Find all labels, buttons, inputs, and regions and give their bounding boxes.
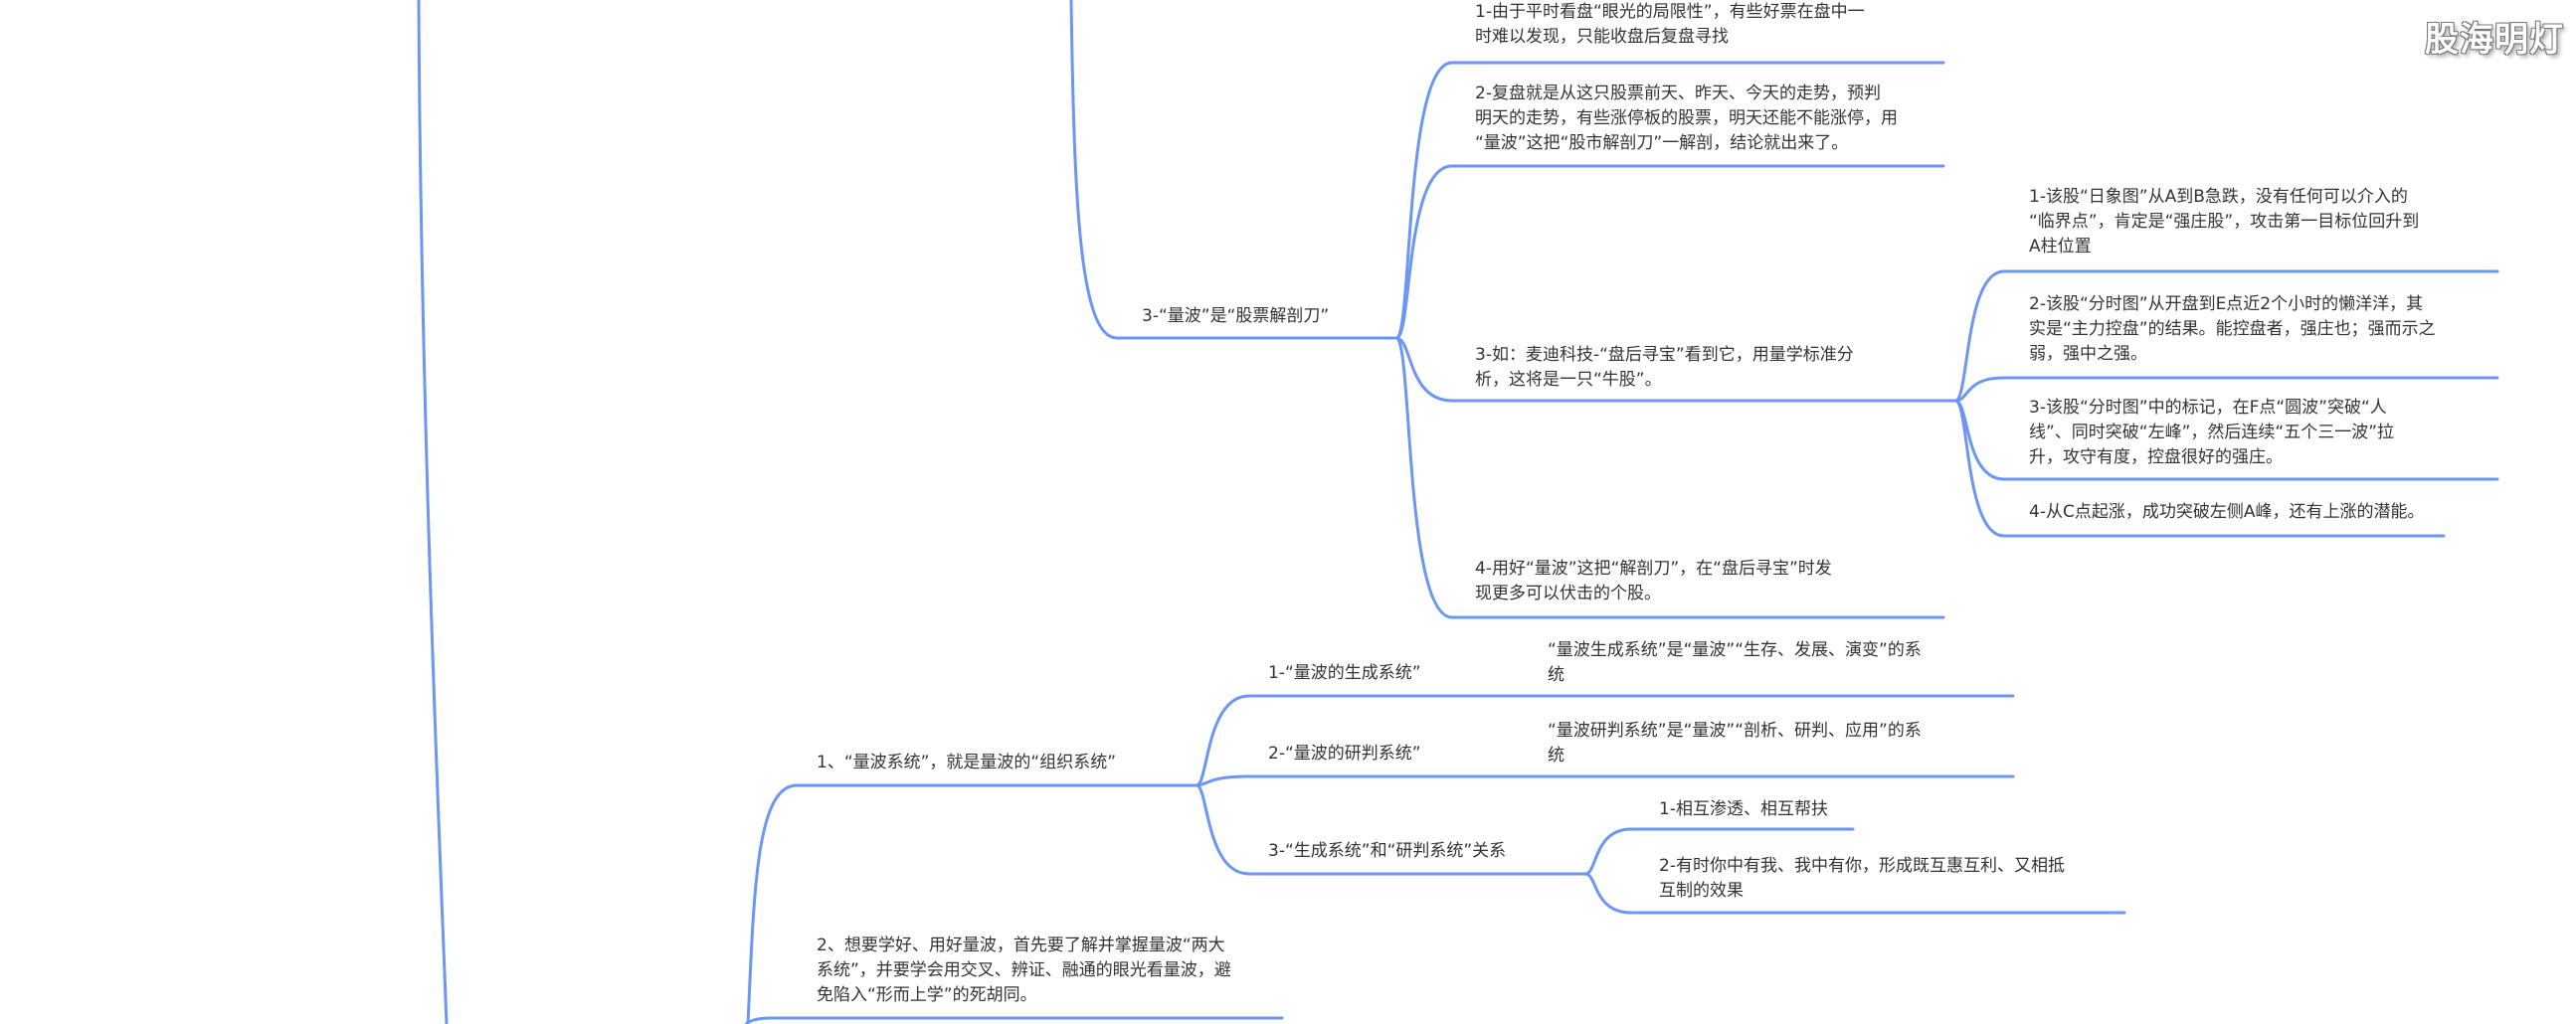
system-branch-node[interactable]: 1、“量波系统”，就是量波的“组织系统” xyxy=(817,751,1116,775)
system-branch-line xyxy=(746,783,1198,1024)
example-item-1-line xyxy=(1953,269,2499,403)
anatomy-item-1[interactable]: 1-由于平时看盘“眼光的局限性”，有些好票在盘中一 时难以发现，只能收盘后复盘寻… xyxy=(1475,0,1865,50)
node-text-line: 实是“主力控盘”的结果。能控盘者，强庄也；强而示之 xyxy=(2029,319,2436,339)
relation-item-1[interactable]: 1-相互渗透、相互帮扶 xyxy=(1659,797,1828,822)
node-text-line: 1-由于平时看盘“眼光的局限性”，有些好票在盘中一 xyxy=(1475,2,1865,22)
example-item-4-line xyxy=(1953,399,2446,538)
node-text-line: 4-用好“量波”这把“解剖刀”，在“盘后寻宝”时发 xyxy=(1475,559,1832,579)
node-text-line: 升，攻守有度，控盘很好的强庄。 xyxy=(2029,447,2283,467)
node-label: 2-“量波的研判系统” xyxy=(1268,744,1421,764)
system-item-2-detail[interactable]: “量波研判系统”是“量波”“剖析、研判、应用”的系 统 xyxy=(1548,719,1922,768)
example-item-1[interactable]: 1-该股“日象图”从A到B急跌，没有任何可以介入的 “临界点”，肯定是“强庄股”… xyxy=(2029,185,2419,259)
node-label: 3-“量波”是“股票解剖刀” xyxy=(1142,306,1330,326)
system-item-1-detail[interactable]: “量波生成系统”是“量波”“生存、发展、演变”的系 统 xyxy=(1548,638,1922,688)
system-item-1-line xyxy=(1195,694,2015,787)
main-trunk-line xyxy=(417,0,449,1024)
node-text-line: 弱，强中之强。 xyxy=(2029,344,2147,364)
node-text-line: 1-相互渗透、相互帮扶 xyxy=(1659,799,1828,819)
relation-item-2[interactable]: 2-有时你中有我、我中有你，形成既互惠互利、又相抵 互制的效果 xyxy=(1659,854,2065,904)
anatomy-item-4-line xyxy=(1394,336,1945,619)
relation-item-2-line xyxy=(1583,872,2126,915)
node-text-line: 系统”，并要学会用交叉、辨证、融通的眼光看量波，避 xyxy=(817,960,1231,980)
anatomy-item-2[interactable]: 2-复盘就是从这只股票前天、昨天、今天的走势，预判 明天的走势，有些涨停板的股票… xyxy=(1475,82,1898,156)
node-text-line: 析，这将是一只“牛股”。 xyxy=(1475,370,1662,390)
system-item-1[interactable]: 1-“量波的生成系统” xyxy=(1268,661,1421,686)
example-item-4[interactable]: 4-从C点起涨，成功突破左侧A峰，还有上涨的潜能。 xyxy=(2029,500,2424,525)
node-text-line: 线”、同时突破“左峰”，然后连续“五个三一波”拉 xyxy=(2029,423,2395,442)
node-text-line: 明天的走势，有些涨停板的股票，明天还能不能涨停，用 xyxy=(1475,108,1898,128)
node-label: 1、“量波系统”，就是量波的“组织系统” xyxy=(817,753,1117,772)
anatomy-item-2-line xyxy=(1394,164,1945,340)
node-text-line: “量波”这把“股市解剖刀”一解剖，结论就出来了。 xyxy=(1475,133,1849,153)
example-item-3[interactable]: 3-该股“分时图”中的标记，在F点“圆波”突破“人 线”、同时突破“左峰”，然后… xyxy=(2029,396,2394,470)
node-text-line: 4-从C点起涨，成功突破左侧A峰，还有上涨的潜能。 xyxy=(2029,502,2425,522)
node-text-line: 3-该股“分时图”中的标记，在F点“圆波”突破“人 xyxy=(2029,398,2387,418)
learn-branch-node[interactable]: 2、想要学好、用好量波，首先要了解并掌握量波“两大 系统”，并要学会用交叉、辨证… xyxy=(817,934,1231,1008)
watermark-logo: 股海明灯 xyxy=(2425,20,2564,60)
anatomy-item-3[interactable]: 3-如：麦迪科技-“盘后寻宝”看到它，用量学标准分 析，这将是一只“牛股”。 xyxy=(1475,343,1854,393)
node-text-line: 2-有时你中有我、我中有你，形成既互惠互利、又相抵 xyxy=(1659,856,2065,876)
system-item-3-line xyxy=(1195,783,1587,876)
anatomy-item-4[interactable]: 4-用好“量波”这把“解剖刀”，在“盘后寻宝”时发 现更多可以伏击的个股。 xyxy=(1475,557,1832,606)
node-text-line: 统 xyxy=(1548,665,1564,685)
anatomy-branch-node[interactable]: 3-“量波”是“股票解剖刀” xyxy=(1142,304,1329,329)
node-text-line: 2-复盘就是从这只股票前天、昨天、今天的走势，预判 xyxy=(1475,84,1881,103)
anatomy-branch-line xyxy=(1069,0,1398,340)
learn-branch-line xyxy=(744,1016,1284,1024)
anatomy-item-3-line xyxy=(1394,336,1957,403)
example-item-2-line xyxy=(1953,376,2499,403)
node-text-line: 1-该股“日象图”从A到B急跌，没有任何可以介入的 xyxy=(2029,187,2408,207)
node-text-line: 3-如：麦迪科技-“盘后寻宝”看到它，用量学标准分 xyxy=(1475,345,1854,365)
node-text-line: 统 xyxy=(1548,746,1564,766)
node-text-line: “临界点”，肯定是“强庄股”，攻击第一目标位回升到 xyxy=(2029,212,2420,232)
node-text-line: A柱位置 xyxy=(2029,237,2092,256)
example-item-2[interactable]: 2-该股“分时图”从开盘到E点近2个小时的懒洋洋，其 实是“主力控盘”的结果。能… xyxy=(2029,292,2436,367)
node-text-line: 2-该股“分时图”从开盘到E点近2个小时的懒洋洋，其 xyxy=(2029,294,2424,314)
relation-item-1-line xyxy=(1583,827,1855,876)
system-item-2[interactable]: 2-“量波的研判系统” xyxy=(1268,742,1421,767)
node-text-line: 互制的效果 xyxy=(1659,881,1744,901)
node-text-line: 现更多可以伏击的个股。 xyxy=(1475,584,1661,603)
node-label: 3-“生成系统”和“研判系统”关系 xyxy=(1268,841,1507,861)
system-item-3[interactable]: 3-“生成系统”和“研判系统”关系 xyxy=(1268,839,1506,864)
node-label: 1-“量波的生成系统” xyxy=(1268,663,1421,683)
node-text-line: 2、想要学好、用好量波，首先要了解并掌握量波“两大 xyxy=(817,936,1225,955)
system-item-2-line xyxy=(1195,774,2015,787)
node-text-line: “量波研判系统”是“量波”“剖析、研判、应用”的系 xyxy=(1548,721,1922,741)
node-text-line: 时难以发现，只能收盘后复盘寻找 xyxy=(1475,27,1729,47)
node-text-line: “量波生成系统”是“量波”“生存、发展、演变”的系 xyxy=(1548,640,1922,660)
node-text-line: 免陷入“形而上学”的死胡同。 xyxy=(817,985,1037,1005)
